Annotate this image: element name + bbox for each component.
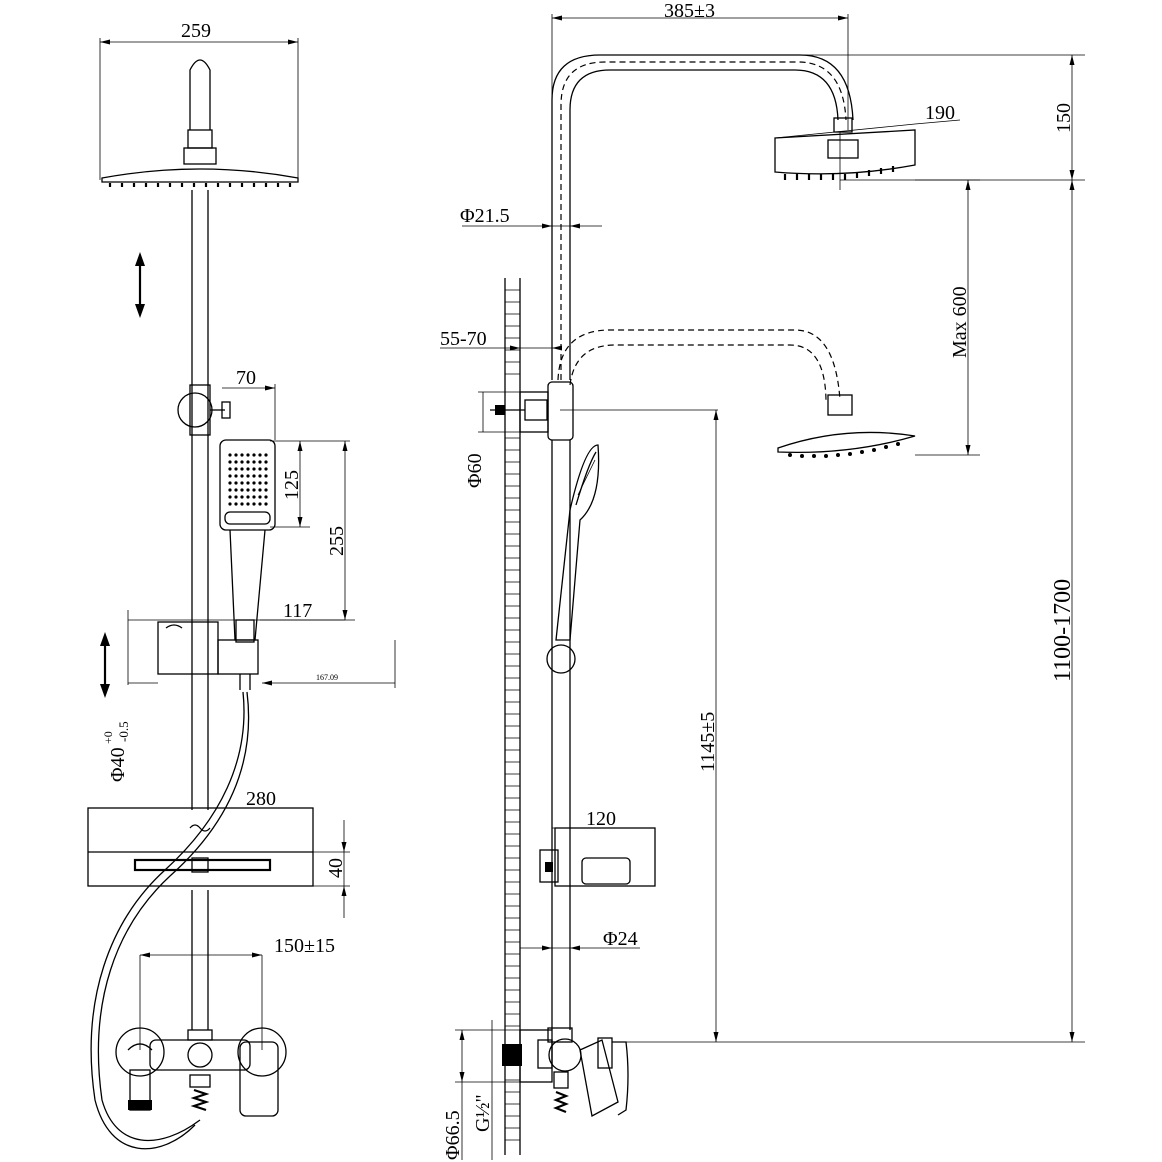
- dim-line-flange-diam: [455, 1020, 520, 1160]
- dim-holder: 117: [283, 600, 312, 622]
- dim-shelf-width: 280: [246, 788, 276, 810]
- dim-rail-diam: Φ40: [107, 747, 129, 782]
- dim-pipe-diam: Φ21.5: [460, 205, 510, 227]
- dim-line-pipe-diam: [462, 223, 602, 229]
- side-upper-head: [774, 117, 916, 180]
- front-wall-bracket: [177, 384, 231, 436]
- front-shower-arm: [183, 59, 217, 165]
- side-mixer: [502, 1027, 629, 1117]
- front-hose: [90, 691, 250, 1150]
- dim-flange-diam: Φ66.5: [442, 1110, 464, 1160]
- dim-line-head-diam: [774, 119, 961, 190]
- dim-line-shelf-height: [313, 820, 350, 918]
- side-wall-bracket: [490, 381, 574, 441]
- hand-shower-nozzle-grid: [228, 453, 268, 506]
- dim-wall-offset: 55-70: [440, 328, 487, 350]
- dim-line-arm-reach: [551, 14, 849, 230]
- dim-shelf-height: 40: [325, 858, 347, 878]
- dim-line-wall-offset: [440, 345, 562, 351]
- dim-bracket-height: 1145±5: [697, 712, 719, 772]
- dim-line-bracket-height: [560, 409, 719, 1042]
- dim-thread: G½": [472, 1094, 494, 1132]
- dim-head-width: 259: [181, 20, 211, 42]
- dim-head-height: 150: [1053, 103, 1075, 133]
- side-lower-head-dashed: [557, 329, 916, 458]
- dim-line-head-width: [99, 38, 299, 180]
- dim-line-bracket-diam: [478, 391, 520, 433]
- front-rain-head: [101, 168, 299, 187]
- front-main-rail: [189, 190, 211, 1030]
- dim-shelf-depth: 120: [586, 808, 616, 830]
- dim-hand-length: 255: [326, 526, 348, 556]
- front-slider-holder: [157, 621, 259, 690]
- dim-line-total-height: [620, 180, 1085, 1043]
- dim-hand-offset: 70: [236, 367, 256, 389]
- dim-small: 167.09: [316, 673, 338, 682]
- height-adjust-arrow-upper: [135, 252, 145, 318]
- dim-head-diam: 190: [925, 102, 955, 124]
- side-shelf: [539, 827, 656, 887]
- dim-bracket-diam: Φ60: [464, 453, 486, 488]
- front-view: 259: [87, 20, 396, 1150]
- dim-mixer-centers: 150±15: [274, 935, 335, 957]
- front-shelf: [87, 807, 314, 887]
- dim-lower-pipe: Φ24: [603, 928, 638, 950]
- dim-line-hand-head: [270, 440, 350, 528]
- height-adjust-arrow-lower: [100, 632, 110, 698]
- side-main-pipe: [551, 54, 854, 1030]
- dim-total-height: 1100-1700: [1050, 579, 1076, 682]
- dim-line-lower-pipe: [520, 945, 640, 951]
- dim-max-adjust: Max 600: [949, 286, 971, 358]
- front-mixer: [115, 952, 287, 1117]
- dim-tol-upper: +0: [101, 731, 115, 744]
- dim-arm-reach: 385±3: [664, 0, 715, 22]
- front-rain-head-nozzles: [108, 183, 292, 187]
- dim-line-small: [262, 640, 396, 688]
- front-hand-shower: [219, 439, 276, 643]
- dim-line-holder: [127, 610, 345, 685]
- side-hand-shower: [546, 444, 600, 674]
- dim-line-max-adjust: [915, 179, 980, 456]
- dim-tol-lower: -0.5: [116, 721, 131, 742]
- dim-line-hand-offset: [222, 384, 276, 440]
- dim-hand-head: 125: [281, 470, 303, 500]
- side-view: 385±3 1: [440, 0, 1085, 1160]
